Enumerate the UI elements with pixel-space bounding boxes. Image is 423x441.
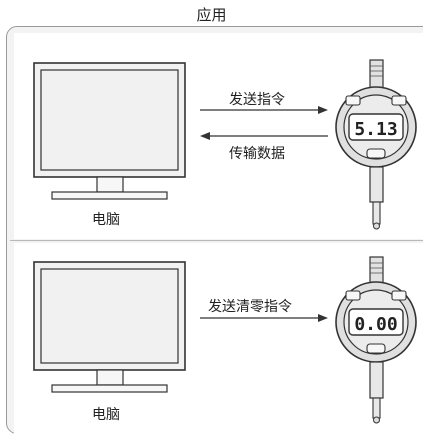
diagram-title: 应用 [196, 6, 227, 24]
lcd-value-transfer: 5.13 [354, 119, 397, 140]
send-arrow [200, 106, 328, 114]
pc-label-transfer: 电脑 [92, 212, 120, 228]
panel-divider [10, 240, 423, 241]
dial-indicator-icon [335, 256, 417, 424]
send-command-label: 发送指令 [229, 92, 285, 108]
lcd-value-zero: 0.00 [354, 314, 397, 335]
monitor-icon [33, 62, 186, 200]
send-zero-arrow [200, 314, 328, 322]
receive-arrow [200, 132, 328, 140]
pc-label-zero: 电脑 [92, 407, 120, 423]
transfer-data-label: 传输数据 [229, 146, 285, 162]
monitor-icon [33, 261, 186, 393]
dial-indicator-icon [335, 59, 417, 230]
send-zero-command-label: 发送清零指令 [208, 299, 292, 315]
